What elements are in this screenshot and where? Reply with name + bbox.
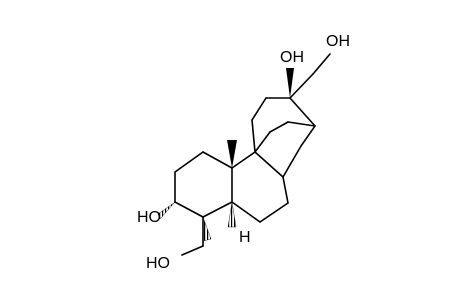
bond [231,151,256,169]
wedge-bonds [227,68,294,168]
bond [251,97,267,121]
hydroxymethyl-label-top: OH [326,33,350,50]
bond [254,131,271,153]
hashed-bond [157,201,176,220]
bond [312,53,331,75]
bond [269,121,289,133]
hydroxyl-label-top: OH [280,49,304,66]
bond [231,201,261,223]
ring-a-bonds [174,151,233,218]
bond [174,151,204,173]
wedge-bond [286,68,294,98]
hashed-bonds [157,201,237,242]
stereo-hydrogen-label: H [239,229,251,246]
bond [251,119,256,153]
bond [282,145,302,178]
bond [202,201,233,218]
bond [202,151,233,169]
bond [181,245,204,256]
bond [300,125,316,147]
ring-c-bonds [251,97,316,178]
bond [289,97,316,127]
bond [282,176,289,204]
hydroxyl-label-left: HO [137,209,161,226]
ring-b-bonds [231,151,289,223]
bond [289,73,314,99]
bond [287,121,316,127]
bond [254,151,284,178]
bond [174,201,204,218]
methyl-wedge-bond [227,140,237,168]
bond [259,202,289,223]
methyl-hashed-bond [202,216,212,242]
hashed-bond [227,201,237,228]
hydroxymethyl-label-bottom: HO [146,255,170,272]
